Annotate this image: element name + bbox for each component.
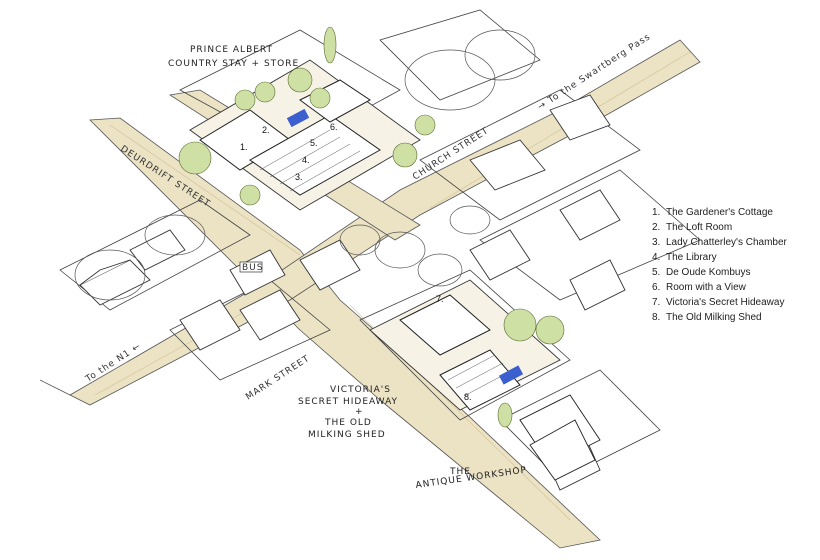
marker-4: 4. [302, 155, 310, 165]
marker-3: 3. [295, 172, 303, 182]
svg-text:THE OLD: THE OLD [324, 418, 372, 428]
svg-text:COUNTRY STAY + STORE: COUNTRY STAY + STORE [168, 59, 299, 69]
svg-text:+: + [355, 407, 364, 417]
svg-text:MILKING SHED: MILKING SHED [308, 430, 386, 440]
prince-albert-label: PRINCE ALBERT COUNTRY STAY + STORE [168, 45, 299, 69]
legend-item: 4.The Library [652, 252, 717, 263]
pool-icon [286, 108, 310, 128]
legend-item: 3.Lady Chatterley's Chamber [652, 237, 787, 248]
tree-icon [178, 141, 212, 175]
prince-albert-block: 2. 6. 5. 4. 3. 1. [178, 26, 436, 211]
svg-text:THE: THE [449, 467, 471, 477]
marker-2: 2. [262, 125, 270, 135]
marker-1: 1. [240, 142, 248, 152]
legend-item: 5.De Oude Kombuys [652, 267, 751, 278]
legend-item: 7.Victoria's Secret Hideaway [652, 297, 785, 308]
legend-item: 6.Room with a View [652, 282, 746, 293]
bus-stop-marker: BUS [239, 261, 263, 273]
legend-item: 1.The Gardener's Cottage [652, 207, 773, 218]
victorias-label: VICTORIA'S SECRET HIDEAWAY + THE OLD MIL… [298, 385, 398, 440]
legend-item: 8.The Old Milking Shed [652, 312, 762, 323]
marker-6: 6. [330, 122, 338, 132]
mark-street-label: MARK STREET [244, 354, 312, 403]
legend: 1.The Gardener's Cottage 2.The Loft Room… [652, 205, 787, 325]
antique-workshop-building [519, 394, 601, 481]
svg-text:VICTORIA'S: VICTORIA'S [330, 385, 391, 395]
victorias-block: 7. 8. [369, 279, 565, 428]
svg-text:SECRET HIDEAWAY: SECRET HIDEAWAY [298, 397, 398, 407]
svg-text:BUS: BUS [242, 263, 263, 273]
marker-7: 7. [436, 294, 444, 304]
legend-item: 2.The Loft Room [652, 222, 733, 233]
marker-8: 8. [464, 392, 472, 402]
svg-text:PRINCE ALBERT: PRINCE ALBERT [190, 45, 273, 55]
marker-5: 5. [310, 138, 318, 148]
